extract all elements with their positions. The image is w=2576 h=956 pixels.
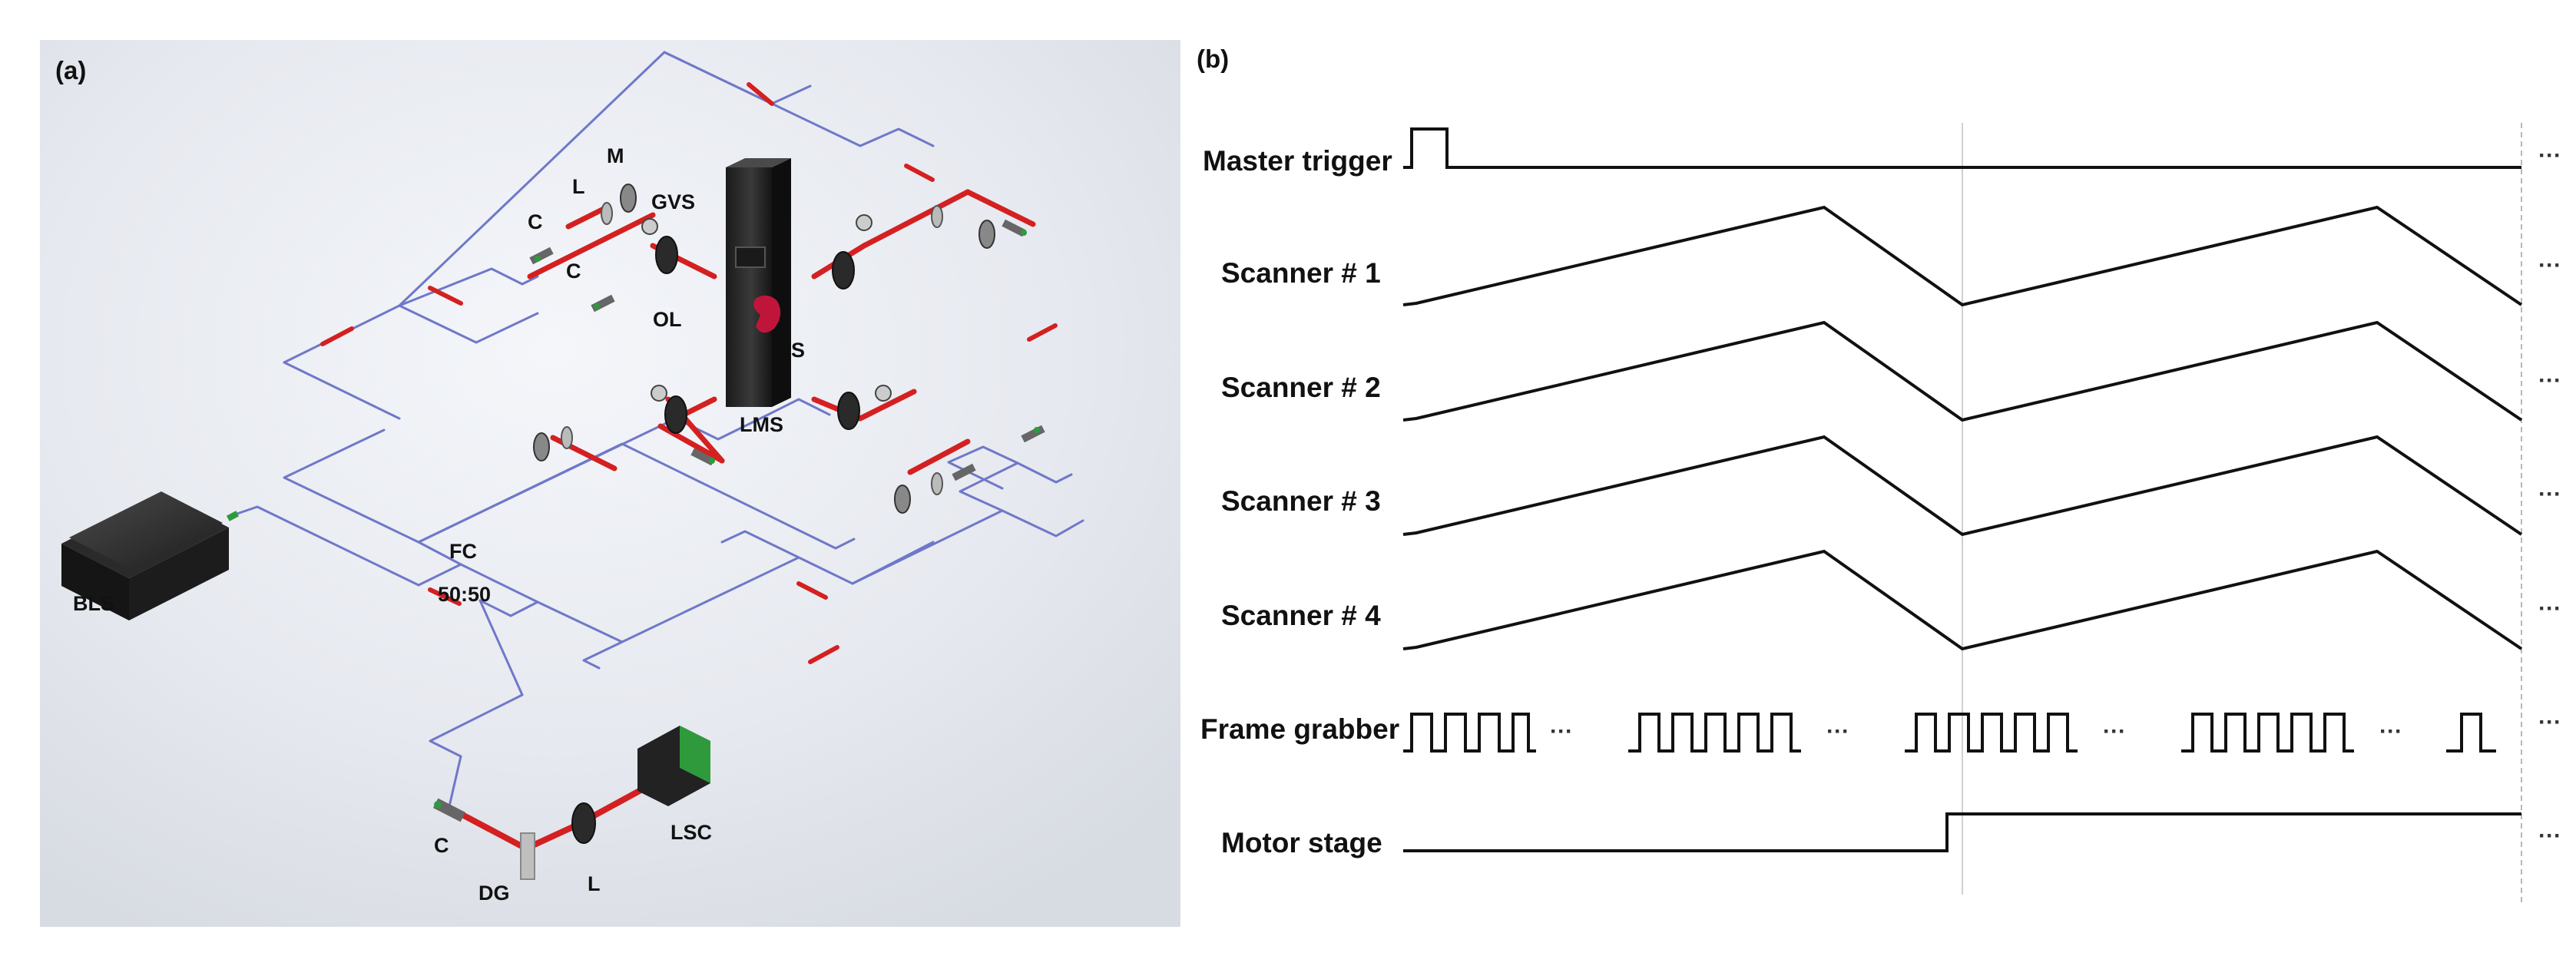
wave-scanner-2 (1402, 320, 2523, 422)
continuation-master-trigger: ··· (2538, 143, 2561, 168)
label-c-mid: C (566, 260, 581, 283)
wave-frame-grabber-group-4 (2181, 713, 2354, 753)
panel-b-timing: (b) Master trigger Scanner # 1 Scanner #… (1197, 45, 2561, 906)
label-s: S (791, 339, 805, 362)
continuation-scanner-4: ··· (2538, 596, 2561, 621)
wave-frame-grabber-group-3 (1905, 713, 2078, 753)
label-scanner-4: Scanner # 4 (1221, 600, 1381, 631)
label-scanner-2: Scanner # 2 (1221, 372, 1381, 403)
label-lms: LMS (740, 413, 783, 436)
label-ratio: 50:50 (438, 583, 491, 606)
label-l-bottom: L (588, 872, 601, 895)
frame-grabber-gap-2: ··· (1826, 719, 1849, 744)
label-master-trigger: Master trigger (1203, 145, 1392, 177)
label-gvs: GVS (651, 190, 695, 213)
continuation-motor-stage: ··· (2538, 823, 2561, 848)
wave-scanner-3 (1402, 435, 2523, 537)
frame-grabber-gap-4: ··· (2379, 719, 2402, 744)
lms-stage: S LMS (726, 158, 805, 436)
label-scanner-1: Scanner # 1 (1221, 257, 1381, 289)
label-scanner-3: Scanner # 3 (1221, 485, 1381, 517)
bls-source: BLS (61, 491, 240, 620)
wave-frame-grabber-group-5 (2446, 713, 2496, 753)
frame-grabber-gap-3: ··· (2103, 719, 2126, 744)
wave-scanner-4 (1402, 549, 2523, 651)
fiber-network (229, 51, 1084, 808)
label-motor-stage: Motor stage (1221, 827, 1382, 858)
label-bls: BLS (73, 592, 114, 615)
panel-a-background (40, 40, 1180, 927)
label-fc: FC (449, 540, 477, 563)
label-dg: DG (478, 882, 510, 905)
wave-scanner-1 (1402, 205, 2523, 307)
wave-frame-grabber-group-1 (1403, 713, 1536, 753)
continuation-scanner-2: ··· (2538, 368, 2561, 393)
label-ol: OL (653, 308, 682, 331)
sample-s (753, 295, 781, 333)
panel-a-tag: (a) (55, 56, 86, 84)
panel-b-tag: (b) (1197, 45, 1229, 73)
label-l-top: L (572, 175, 585, 198)
wave-motor-stage (1403, 812, 2521, 852)
label-lsc: LSC (670, 821, 712, 844)
fiber-controllers (320, 82, 1058, 664)
waveforms (1402, 127, 2523, 852)
label-m: M (607, 144, 624, 167)
wave-frame-grabber-group-2 (1628, 713, 1801, 753)
continuation-scanner-3: ··· (2538, 481, 2561, 507)
optical-components (529, 184, 1045, 514)
frame-grabber-gap-1: ··· (1550, 719, 1573, 744)
label-c-top: C (528, 210, 543, 233)
label-frame-grabber: Frame grabber (1200, 713, 1399, 745)
continuation-scanner-1: ··· (2538, 253, 2561, 278)
label-c-bottom: C (434, 834, 449, 857)
continuation-frame-grabber: ··· (2538, 710, 2561, 735)
panel-a-setup: (a) (40, 40, 1180, 927)
spectrometer-arm: LSC C DG L (433, 726, 712, 905)
wave-master-trigger (1403, 127, 2521, 169)
